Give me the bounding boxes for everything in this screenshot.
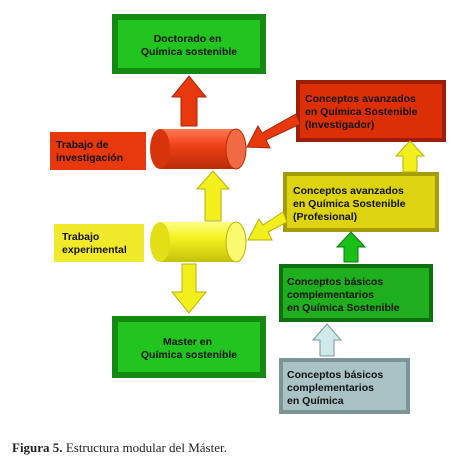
figure-caption-label: Figura 5. [12,440,63,455]
advanced-concepts-professional-box: Conceptos avanzados en Química Sostenibl… [283,172,439,232]
research-work-line-2: investigación [56,152,123,164]
experimental-work-label: Trabajo experimental [54,224,144,262]
arrow-basic-sustainable-to-professional [335,231,367,263]
master-box: Master en Química sostenible [112,316,266,378]
researcher-line-2: en Química Sostenible [305,106,418,118]
svg-text:Conceptos avanzados en Q: Conceptos avanzados en Química Sostenibl… [305,93,421,131]
researcher-line-1: Conceptos avanzados [305,93,416,105]
arrow-professional-to-researcher [394,140,426,173]
arrow-research-to-doctorado [170,75,208,127]
experimental-work-line-2: experimental [62,244,127,256]
arrow-experimental-to-research [195,170,231,222]
svg-text:Conceptos básicos comple: Conceptos básicos complementarios en Quí… [287,369,386,407]
basic-sustainable-line-1: Conceptos básicos [287,276,383,288]
researcher-line-3: (Investigador) [305,119,374,131]
professional-line-1: Conceptos avanzados [293,185,404,197]
arrow-experimental-to-master [170,263,208,314]
basic-sustainable-line-2: complementarios [287,289,374,301]
svg-text:Conceptos básicos comple: Conceptos básicos complementarios en Quí… [287,276,400,314]
svg-text:Doctorado en Química sos: Doctorado en Química sostenible [141,33,237,58]
arrow-basic-chemistry-to-basic-sustainable [311,323,343,357]
basic-concepts-sustainable-box: Conceptos básicos complementarios en Quí… [279,264,433,322]
basic-sustainable-line-3: en Química Sostenible [287,302,400,314]
doctorado-line-2: Química sostenible [141,46,237,58]
basic-chemistry-line-2: complementarios [287,382,374,394]
doctorado-box: Doctorado en Química sostenible [112,14,266,74]
experimental-cylinder [150,221,247,263]
arrow-researcher-to-research-cylinder [246,113,301,149]
research-work-line-1: Trabajo de [56,139,109,151]
master-line-2: Química sostenible [141,349,237,361]
basic-chemistry-line-1: Conceptos básicos [287,369,383,381]
professional-line-2: en Química Sostenible [293,198,406,210]
basic-concepts-chemistry-box: Conceptos básicos complementarios en Quí… [279,358,410,414]
advanced-concepts-researcher-box: Conceptos avanzados en Química Sostenibl… [296,80,446,142]
svg-text:Conceptos avanzados en Q: Conceptos avanzados en Química Sostenibl… [293,185,409,223]
figure-caption-text: Estructura modular del Máster. [62,440,227,455]
basic-chemistry-line-3: en Química [287,395,344,407]
research-work-label: Trabajo de investigación [50,132,146,170]
experimental-work-line-1: Trabajo [62,231,99,243]
svg-text:Master en Química sosten: Master en Química sostenible [141,336,237,361]
professional-line-3: (Profesional) [293,211,357,223]
master-line-1: Master en [163,336,212,348]
svg-text:Trabajo experimental: Trabajo experimental [62,231,127,256]
doctorado-line-1: Doctorado en [154,33,222,45]
arrow-professional-to-experimental-cylinder [247,211,288,241]
svg-text:Trabajo de investigación: Trabajo de investigación [56,139,123,164]
figure-caption: Figura 5. Estructura modular del Máster. [12,440,452,456]
research-cylinder [150,128,247,170]
